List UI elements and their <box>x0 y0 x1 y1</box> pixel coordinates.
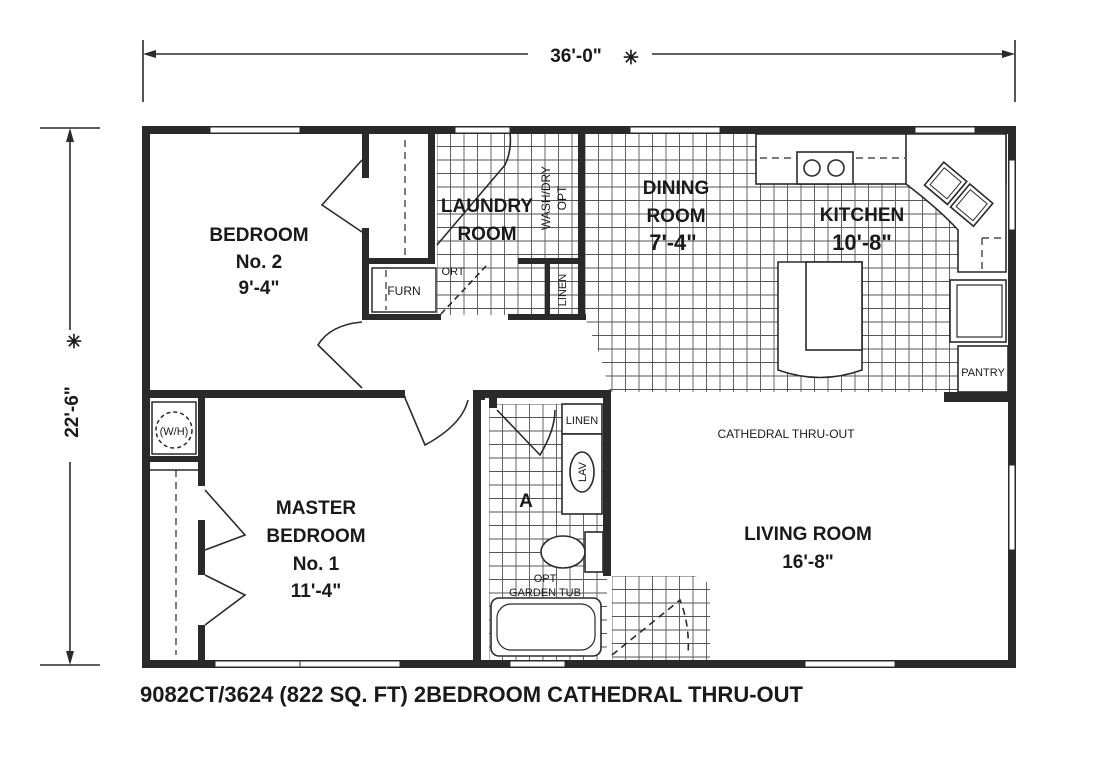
master-size: 11'-4" <box>291 581 342 602</box>
dining-label: DINING <box>643 178 710 199</box>
dining-size: 7'-4" <box>649 230 696 255</box>
door-swings <box>204 132 690 656</box>
living-size: 16'-8" <box>782 552 834 573</box>
laundry-label: LAUNDRY <box>441 196 534 217</box>
tub-label: GARDEN TUB <box>509 587 581 599</box>
bath-fixtures <box>490 403 604 657</box>
washdry-opt-label: OPT <box>555 185 569 210</box>
furnace-box <box>371 267 437 313</box>
tub-opt-label: OPT <box>534 573 557 585</box>
width-marker: ✳ <box>623 48 639 69</box>
bedroom2-size: 9'-4" <box>239 278 280 299</box>
interior-walls <box>150 133 1016 660</box>
closet-rods <box>150 140 406 655</box>
depth-marker: ✳ <box>66 332 82 353</box>
kitchen-size: 10'-8" <box>832 230 892 255</box>
depth-dimension: ✳ 22'-6" <box>40 127 100 666</box>
bedroom2-number: No. 2 <box>236 252 282 273</box>
kitchen-fixtures <box>755 133 1009 393</box>
cathedral-note: CATHEDRAL THRU-OUT <box>717 427 855 441</box>
wh-label: (W/H) <box>160 426 189 438</box>
dining-kitchen-tile-grid <box>585 133 1006 398</box>
pantry-label: PANTRY <box>961 367 1005 379</box>
bedroom2-label: BEDROOM <box>209 225 308 246</box>
ort-label: ORT <box>441 266 464 278</box>
bath-letter: A <box>519 491 533 512</box>
bath-linen-label: LINEN <box>566 415 598 427</box>
depth-label: 22'-6" <box>62 386 83 438</box>
laundry-label-2: ROOM <box>457 224 516 245</box>
plan-caption: 9082CT/3624 (822 SQ. FT) 2BEDROOM CATHED… <box>140 682 804 707</box>
water-heater <box>151 401 197 455</box>
width-dimension: 36'-0" ✳ <box>142 40 1016 102</box>
master-number: No. 1 <box>293 554 340 575</box>
lav-label: LAV <box>577 461 589 482</box>
living-label: LIVING ROOM <box>744 524 872 545</box>
kitchen-label: KITCHEN <box>820 205 904 226</box>
room-labels: BEDROOM No. 2 9'-4" LAUNDRY ROOM WASH/DR… <box>160 166 1006 602</box>
master-label-2: BEDROOM <box>266 526 365 547</box>
master-label: MASTER <box>276 498 357 519</box>
furn-label: FURN <box>387 284 420 298</box>
washdry-label: WASH/DRY <box>539 166 553 230</box>
width-label: 36'-0" <box>550 46 602 67</box>
dining-label-2: ROOM <box>646 206 705 227</box>
laundry-tile-grid <box>437 133 580 315</box>
laundry-linen-label: LINEN <box>557 274 569 306</box>
entry-tile-grid <box>612 576 710 660</box>
